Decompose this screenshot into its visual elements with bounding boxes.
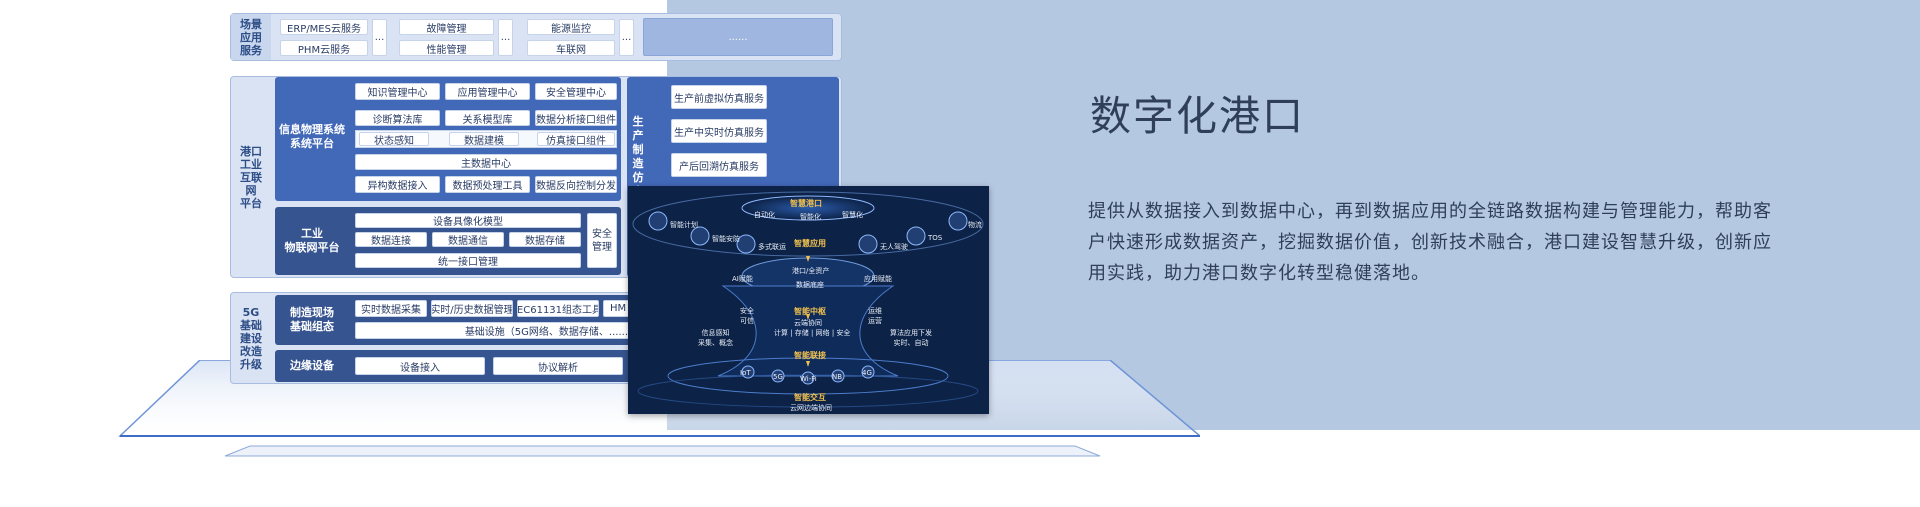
pre-production-simulation[interactable]: 生产前虚拟仿真服务 xyxy=(671,85,767,109)
platform-panel: 港口 工业 互联 网 平台 信息物理系统 系统平台 知识管理中心 应用管理中心 … xyxy=(230,76,842,278)
overlay-link-4: NB xyxy=(832,373,843,381)
security-management-center[interactable]: 安全管理中心 xyxy=(535,83,617,100)
site-label: 制造现场 基础组态 xyxy=(290,306,334,333)
vehicle-network[interactable]: 车联网 xyxy=(527,40,615,56)
overlay-link-1: IoT xyxy=(740,369,751,377)
scene-ellipsis-3: ... xyxy=(619,19,634,56)
knowledge-center[interactable]: 知识管理中心 xyxy=(355,83,440,100)
unified-interface-management[interactable]: 统一接口管理 xyxy=(355,253,581,268)
overlay-top-item-2: 智能化 xyxy=(800,213,821,221)
overlay-app-3: 多式联运 xyxy=(758,243,786,251)
smart-port-funnel-graphic xyxy=(628,186,989,414)
overlay-right-note-1: 运维 运营 xyxy=(868,307,882,325)
overlay-link: 智能联接 xyxy=(794,351,826,360)
overlay-app-6: 物流 xyxy=(968,221,982,229)
heterogeneous-data-access[interactable]: 异构数据接入 xyxy=(355,176,440,193)
page-description: 提供从数据接入到数据中心，再到数据应用的全链路数据构建与管理能力，帮助客户快速形… xyxy=(1088,201,1772,284)
realtime-data-collection[interactable]: 实时数据采集 xyxy=(355,300,427,317)
phm-cloud-service[interactable]: PHM云服务 xyxy=(280,40,368,56)
scene-more: ...... xyxy=(643,18,833,56)
state-perception[interactable]: 状态感知 xyxy=(359,132,429,146)
iot-label: 工业 物联网平台 xyxy=(284,227,340,254)
data-analysis-interface[interactable]: 数据分析接口组件 xyxy=(535,110,617,126)
data-reverse-control[interactable]: 数据反向控制分发 xyxy=(535,176,617,193)
platform-label: 港口 工业 互联 网 平台 xyxy=(240,144,262,210)
overlay-link-5: 4G xyxy=(862,369,872,377)
overlay-left-note-1: 安全 可信 xyxy=(740,307,754,325)
device-model[interactable]: 设备具像化模型 xyxy=(355,213,581,228)
infrastructure-label: 5G 基础 建设 改造 升级 xyxy=(240,305,262,371)
protocol-parsing[interactable]: 协议解析 xyxy=(493,357,623,375)
data-preprocessing-tools[interactable]: 数据预处理工具 xyxy=(445,176,530,193)
master-data-center[interactable]: 主数据中心 xyxy=(355,154,617,170)
cps-label: 信息物理系统 系统平台 xyxy=(279,123,345,150)
overlay-app-enable: 应用赋能 xyxy=(864,275,892,283)
page-title: 数字化港口 xyxy=(1090,92,1305,140)
overlay-top-item-3: 智慧化 xyxy=(842,211,863,219)
overlay-right-note-2: 算法应用下发 实时、自动 xyxy=(890,329,932,347)
data-storage[interactable]: 数据存储 xyxy=(509,232,581,247)
simulation-interface[interactable]: 仿真接口组件 xyxy=(537,132,615,146)
performance-management[interactable]: 性能管理 xyxy=(399,40,494,56)
overlay-center-row: 计算 | 存储 | 网络 | 安全 xyxy=(774,329,851,337)
scene-ellipsis-2: ... xyxy=(498,19,513,56)
overlay-link-2: 5G xyxy=(773,373,783,381)
relation-model-library[interactable]: 关系模型库 xyxy=(445,110,530,126)
data-connection[interactable]: 数据连接 xyxy=(355,232,427,247)
fault-management[interactable]: 故障管理 xyxy=(399,19,494,35)
data-communication[interactable]: 数据通信 xyxy=(432,232,504,247)
hmi-tool[interactable]: HM xyxy=(603,300,633,317)
scene-ellipsis-1: ... xyxy=(372,19,387,56)
overlay-mid-item-1: 港口/全资产 xyxy=(792,267,830,275)
diagnosis-algorithm-library[interactable]: 诊断算法库 xyxy=(355,110,440,126)
erp-mes-cloud-service[interactable]: ERP/MES云服务 xyxy=(280,19,368,35)
overlay-top-title: 智慧港口 xyxy=(790,199,822,208)
device-access[interactable]: 设备接入 xyxy=(355,357,485,375)
overlay-mid-item-2: 数据底座 xyxy=(796,281,824,289)
edge-label: 边缘设备 xyxy=(290,359,334,372)
scene-service-panel: 场景 应用 服务 ERP/MES云服务 PHM云服务 ... 故障管理 性能管理… xyxy=(230,13,842,61)
overlay-center-sub: 云端协同 xyxy=(794,319,822,327)
overlay-center: 智能中枢 xyxy=(794,307,826,316)
energy-monitoring[interactable]: 能源监控 xyxy=(527,19,615,35)
overlay-app-5: TOS xyxy=(928,234,943,242)
overlay-app-1: 智能计划 xyxy=(670,221,698,229)
security-management[interactable]: 安全 管理 xyxy=(587,213,617,268)
scene-service-label: 场景 应用 服务 xyxy=(231,14,271,60)
overlay-edge-title: 智能交互 xyxy=(794,393,826,402)
history-data-management[interactable]: 实时/历史数据管理 xyxy=(431,300,513,317)
infrastructure-5g[interactable]: 基础设施（5G网络、数据存储、...... xyxy=(355,322,633,339)
overlay-top-item-1: 自动化 xyxy=(754,211,775,219)
overlay-app-2: 智能安防 xyxy=(712,235,740,243)
in-production-simulation[interactable]: 生产中实时仿真服务 xyxy=(671,119,767,143)
iec61131-tool[interactable]: IEC61131组态工具 xyxy=(517,300,599,317)
overlay-left-note-2: 信息感知 采集、概念 xyxy=(698,329,733,347)
overlay-smart-app: 智慧应用 xyxy=(794,239,826,248)
smart-port-diagram: 智慧港口 自动化 智能化 智慧化 智能计划 智能安防 多式联运 智慧应用 无人驾… xyxy=(628,186,989,414)
data-modeling[interactable]: 数据建模 xyxy=(449,132,519,146)
overlay-edge-sub: 云网边端协同 xyxy=(790,404,832,412)
overlay-ai: AI赋能 xyxy=(732,275,753,283)
overlay-link-3: Wi-Fi xyxy=(800,375,817,383)
post-production-simulation[interactable]: 产后回溯仿真服务 xyxy=(671,153,767,177)
overlay-app-4: 无人驾驶 xyxy=(880,243,908,251)
app-management-center[interactable]: 应用管理中心 xyxy=(445,83,530,100)
